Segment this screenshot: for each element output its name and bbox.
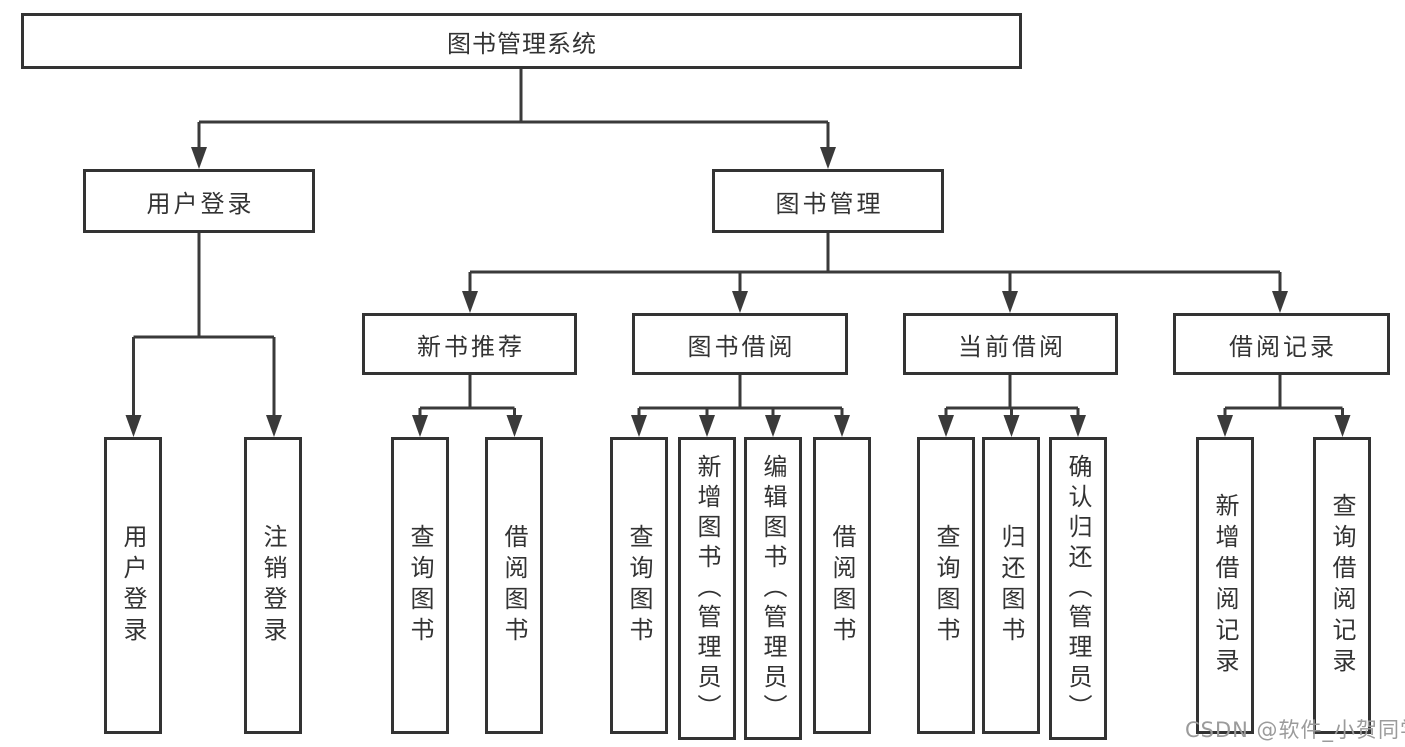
arrow-icon [765,415,781,437]
connector-path [132,69,1344,417]
arrow-icon [834,415,850,437]
leaf-query-books-current: 查询图书 [917,437,975,734]
arrow-icon [1003,415,1020,437]
csdn-watermark: CSDN @软件_小贺同学 [1185,718,1405,742]
arrow-icon [732,291,748,313]
leaf-query-borrow-record: 查询借阅记录 [1313,437,1371,734]
leaf-label: 编辑图书（管理员） [759,453,787,724]
leaf-label: 用户登录 [119,523,147,648]
arrow-icon [412,415,428,437]
leaf-add-books-admin: 新增图书（管理员） [678,437,736,740]
arrow-icon [938,415,954,437]
node-book-management: 图书管理 [712,169,944,233]
arrow-icon [191,147,207,169]
leaf-label: 查询图书 [932,523,960,648]
leaf-label: 借阅图书 [828,523,856,648]
leaf-label: 注销登录 [259,523,287,648]
leaf-borrow-books: 借阅图书 [813,437,871,734]
leaf-add-borrow-record: 新增借阅记录 [1196,437,1254,734]
leaf-query-books-recommend: 查询图书 [391,437,449,734]
leaf-label: 查询图书 [406,523,434,648]
leaf-label: 查询借阅记录 [1328,492,1356,679]
node-library-system: 图书管理系统 [21,13,1022,69]
leaf-confirm-return-admin: 确认归还（管理员） [1049,437,1107,740]
arrow-icon [1002,291,1018,313]
leaf-query-books-borrowing: 查询图书 [610,437,668,734]
node-book-borrowing: 图书借阅 [632,313,848,375]
leaf-edit-books-admin: 编辑图书（管理员） [744,437,802,740]
arrow-icon [820,147,836,169]
leaf-label: 新增借阅记录 [1211,492,1239,679]
leaf-label: 查询图书 [625,523,653,648]
node-current-borrowing: 当前借阅 [903,313,1118,375]
leaf-user-login: 用户登录 [104,437,162,734]
leaf-label: 归还图书 [997,523,1025,648]
leaf-label: 借阅图书 [500,523,528,648]
arrow-icon [631,415,647,437]
arrow-icon [1272,291,1288,313]
leaf-label: 确认归还（管理员） [1064,453,1092,724]
leaf-label: 新增图书（管理员） [693,453,721,724]
arrow-icon [1217,415,1233,437]
arrowheads [125,147,1351,437]
arrow-icon [699,415,715,437]
node-user-login: 用户登录 [83,169,315,233]
leaf-borrow-books-recommend: 借阅图书 [485,437,543,734]
arrow-icon [462,291,478,313]
arrow-icon [1070,415,1086,437]
arrow-icon [266,415,282,437]
node-borrow-records: 借阅记录 [1173,313,1390,375]
leaf-return-books: 归还图书 [982,437,1040,734]
leaf-logout-login: 注销登录 [244,437,302,734]
node-new-book-recommend: 新书推荐 [362,313,577,375]
arrow-icon [1334,415,1351,437]
arrow-icon [125,415,142,437]
arrow-icon [506,415,523,437]
